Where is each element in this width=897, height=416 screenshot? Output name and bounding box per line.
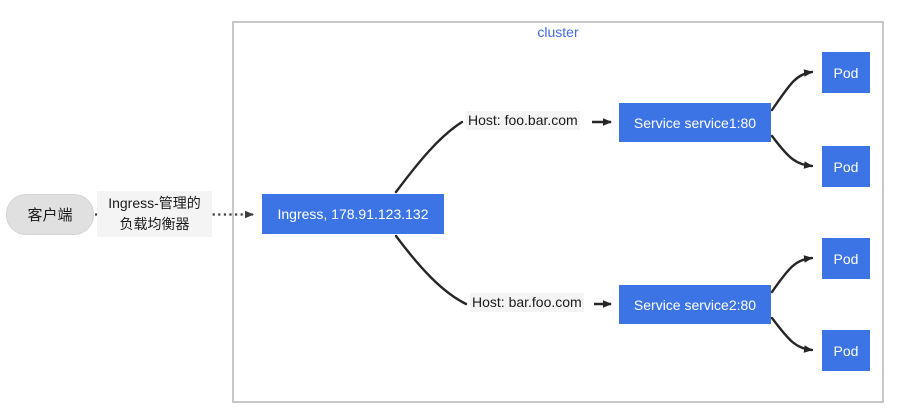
load-balancer-label-line1: Ingress-管理的 xyxy=(108,195,201,211)
service-node-service1[interactable]: Service service1:80 xyxy=(619,103,771,142)
cluster-boundary xyxy=(232,21,884,403)
pod-node-1[interactable]: Pod xyxy=(822,52,870,93)
client-node[interactable]: 客户端 xyxy=(6,194,94,235)
ingress-node[interactable]: Ingress, 178.91.123.132 xyxy=(262,194,444,234)
service-node-service2[interactable]: Service service2:80 xyxy=(619,285,771,324)
pod-node-3[interactable]: Pod xyxy=(822,238,870,279)
load-balancer-edge-label: Ingress-管理的 负载均衡器 xyxy=(97,191,212,237)
pod-node-4[interactable]: Pod xyxy=(822,330,870,371)
pod-node-2[interactable]: Pod xyxy=(822,146,870,187)
host-rule-label-1: Host: foo.bar.com xyxy=(466,111,580,130)
host-rule-label-2: Host: bar.foo.com xyxy=(470,293,584,312)
cluster-label: cluster xyxy=(537,24,579,40)
load-balancer-label-line2: 负载均衡器 xyxy=(119,216,190,232)
